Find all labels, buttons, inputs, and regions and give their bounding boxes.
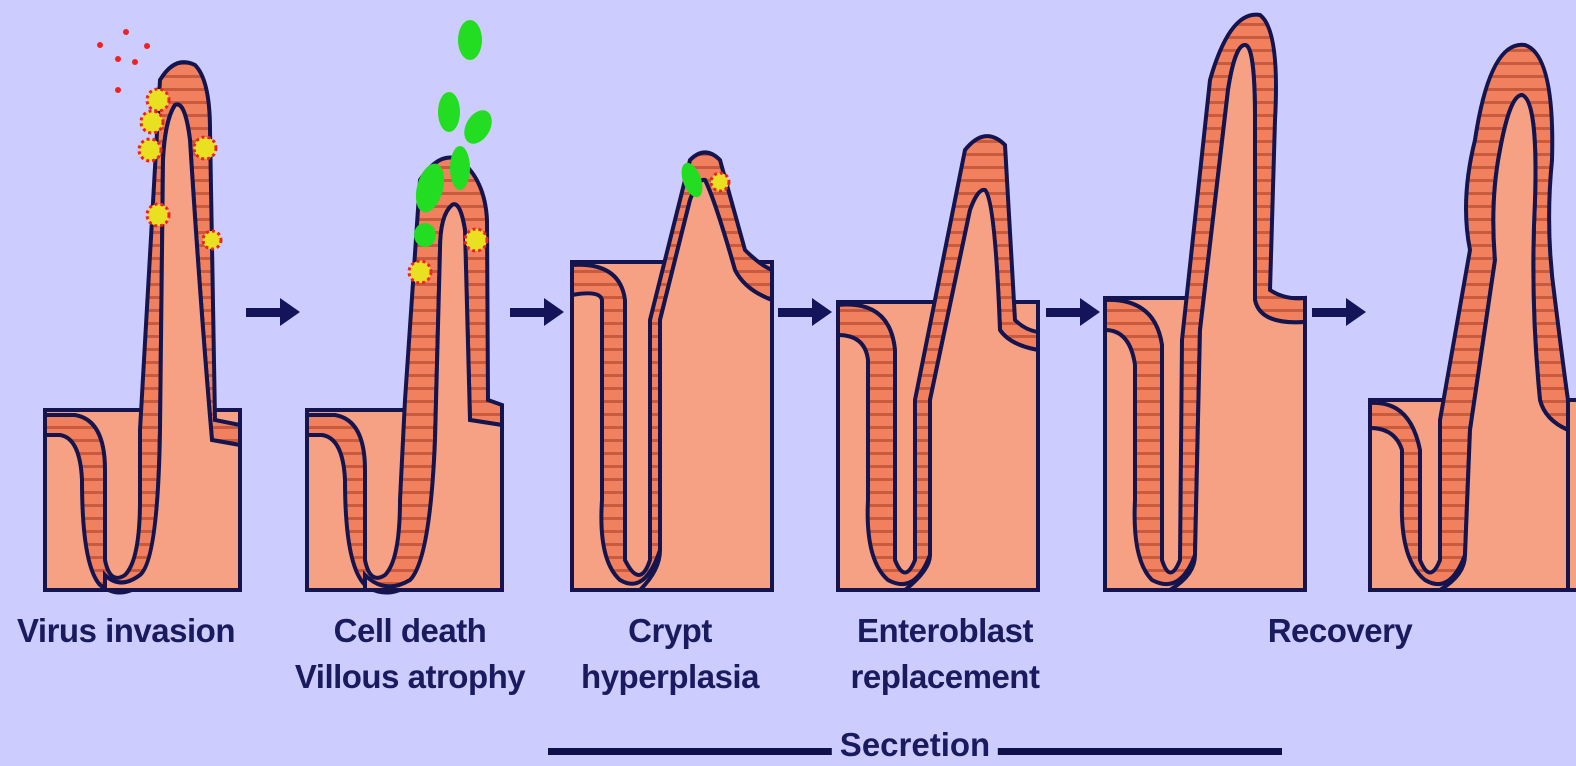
panel-cell-death bbox=[307, 20, 502, 593]
label-virus-invasion: Virus invasion bbox=[0, 608, 252, 654]
label-line: Cell death bbox=[290, 608, 530, 654]
label-cell-death: Cell death Villous atrophy bbox=[290, 608, 530, 700]
label-line: Enteroblast bbox=[835, 608, 1055, 654]
panel-enteroblast-replacement bbox=[838, 136, 1038, 590]
secretion-label: Secretion bbox=[832, 722, 998, 766]
panel-virus-invasion bbox=[45, 29, 240, 593]
label-line: Virus invasion bbox=[0, 608, 252, 654]
arrow-1 bbox=[246, 298, 300, 326]
label-crypt-hyperplasia: Crypt hyperplasia bbox=[565, 608, 775, 700]
arrow-4 bbox=[1046, 298, 1100, 326]
label-line: Villous atrophy bbox=[290, 654, 530, 700]
arrow-5 bbox=[1312, 298, 1366, 326]
virus-particles bbox=[97, 29, 150, 93]
panel-recovery-a bbox=[1105, 15, 1305, 590]
label-line: Recovery bbox=[1235, 608, 1445, 654]
label-line: hyperplasia bbox=[565, 654, 775, 700]
label-recovery: Recovery bbox=[1235, 608, 1445, 654]
arrow-3 bbox=[778, 298, 832, 326]
label-line: Crypt bbox=[565, 608, 775, 654]
secretion-bracket: Secretion bbox=[548, 728, 1282, 766]
panel-recovery-b bbox=[1370, 45, 1576, 590]
label-enteroblast-replacement: Enteroblast replacement bbox=[835, 608, 1055, 700]
infected-cell bbox=[711, 173, 729, 191]
arrow-2 bbox=[510, 298, 564, 326]
lamina-core bbox=[640, 180, 772, 590]
label-line: replacement bbox=[835, 654, 1055, 700]
panel-crypt-hyperplasia bbox=[572, 153, 772, 591]
